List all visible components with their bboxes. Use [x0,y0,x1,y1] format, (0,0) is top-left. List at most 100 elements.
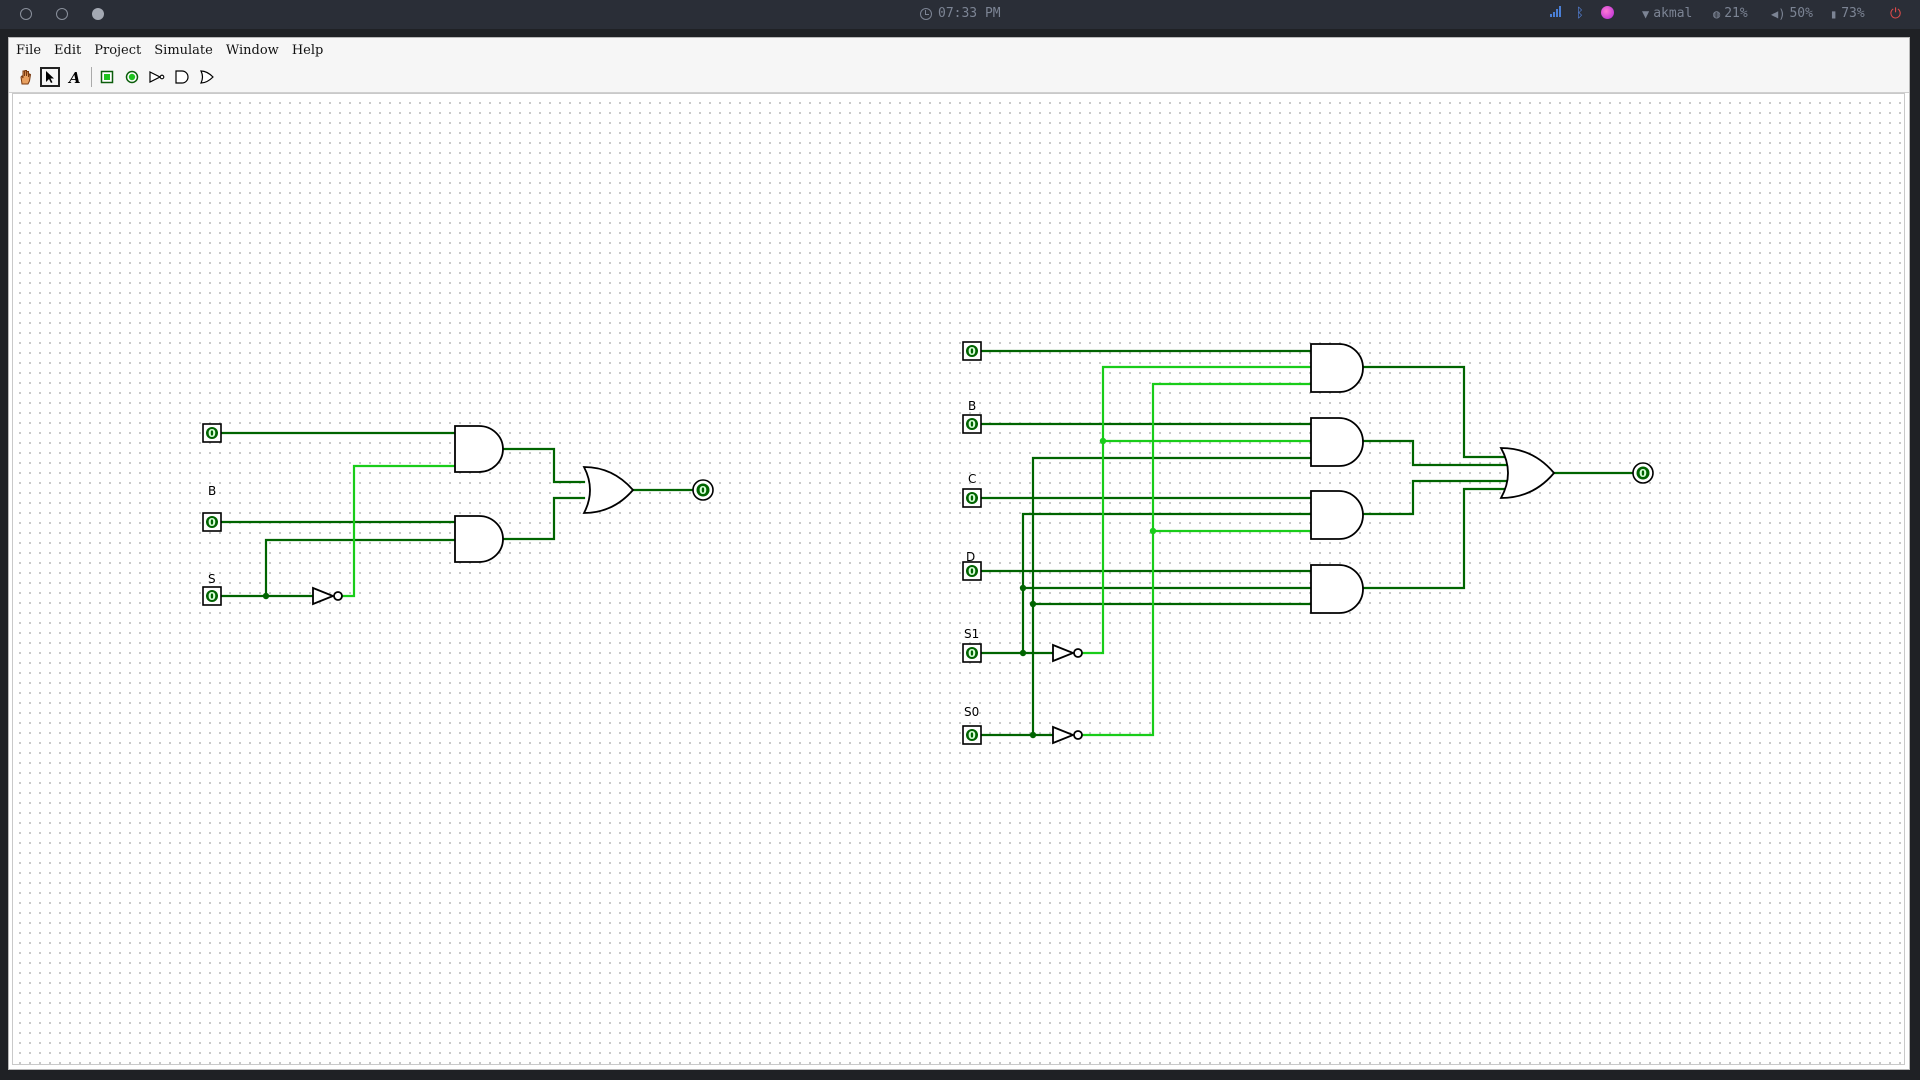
wire [1031,456,1313,737]
or-gate[interactable] [582,466,635,514]
wire-junction [1149,527,1157,535]
pin-label-s: S [208,572,216,586]
toolbar-separator [91,67,92,87]
pin-value: 0 [968,729,976,742]
not-gate-icon [149,71,165,83]
pin-label-b: B [208,484,216,498]
wire-junction [1029,731,1037,739]
poke-tool[interactable] [15,67,35,87]
not-gate-bubble [333,591,343,601]
and-gate[interactable] [1310,417,1364,467]
menu-help[interactable]: Help [291,42,324,58]
not-gate-tool[interactable] [147,67,167,87]
wire-junction [1099,437,1107,445]
clock: 07:33 PM [920,6,1001,21]
input-pin-c-right[interactable]: 0 [962,488,982,508]
pin-value: 0 [968,345,976,358]
wire-junction [1019,649,1027,657]
pin-value: 0 [968,418,976,431]
menu-window[interactable]: Window [225,42,279,58]
and-gate-tool[interactable] [172,67,192,87]
and-gate[interactable] [454,515,504,563]
input-pin-a-left[interactable]: 0 [202,423,222,443]
cpu-icon: ◍ [1713,6,1721,21]
power-button[interactable]: ⏻ [1890,6,1901,22]
input-pin-d-right[interactable]: 0 [962,561,982,581]
select-tool[interactable] [40,67,60,87]
pin-label-c: C [968,472,976,486]
arrow-pointer-icon [46,71,54,83]
system-top-bar: 07:33 PM ᛒ ▼ akmal ◍ 21% ◀) 50% ▮ 73% ⏻ [0,0,1920,29]
wire [264,538,457,598]
text-tool[interactable]: A [65,67,85,87]
output-pin-left[interactable]: 0 [692,479,714,501]
not-gate-bubble [1073,648,1083,658]
menu-bar: File Edit Project Simulate Window Help [9,38,1909,62]
not-gate-bubble [1073,730,1083,740]
circuit-canvas[interactable]: 0 0 0 B S 0 [12,93,1905,1065]
menu-edit[interactable]: Edit [54,42,82,58]
bluetooth-icon: ᛒ [1576,6,1584,21]
wire-junction [1019,584,1027,592]
window-maximize-icon[interactable] [92,8,104,20]
output-pin-tool[interactable] [122,67,142,87]
not-gate[interactable] [1052,643,1076,663]
power-icon: ⏻ [1890,6,1902,22]
battery-indicator[interactable]: ▮ 73% [1830,6,1865,21]
tool-bar: A [9,62,1909,93]
clock-time: 07:33 PM [938,6,1001,21]
pin-value: 0 [208,516,216,529]
pin-value: 0 [968,565,976,578]
or-gate-tool[interactable] [197,67,217,87]
output-value: 0 [699,484,707,497]
clock-icon [920,7,932,20]
wire [1361,479,1510,516]
or-gate[interactable] [1499,447,1556,499]
pin-label-s0: S0 [964,705,979,719]
logisim-window: File Edit Project Simulate Window Help A [8,37,1910,1070]
wire [341,464,457,598]
menu-file[interactable]: File [16,42,42,58]
input-pin-s1-right[interactable]: 0 [962,643,982,663]
signal-icon [1550,6,1561,17]
and-gate[interactable] [454,425,504,473]
volume-indicator[interactable]: ◀) 50% [1771,6,1813,21]
or-gate-icon [200,70,214,84]
text-a-icon: A [67,69,81,85]
battery-value: 73% [1841,6,1865,21]
signal-indicator[interactable] [1550,6,1561,17]
window-minimize-icon[interactable] [56,8,68,20]
and-gate[interactable] [1310,490,1364,540]
wire [1361,365,1510,459]
input-pin-s-left[interactable]: 0 [202,586,222,606]
and-gate[interactable] [1310,564,1364,614]
wire [1081,365,1313,655]
pin-label-d: D [966,550,975,564]
volume-value: 50% [1789,6,1813,21]
hand-icon [20,70,32,85]
input-pin-a-right[interactable]: 0 [962,341,982,361]
wire [1021,512,1313,655]
and-gate[interactable] [1310,343,1364,393]
cpu-indicator[interactable]: ◍ 21% [1713,6,1748,21]
window-close-icon[interactable] [20,8,32,20]
wire [1361,439,1510,467]
not-gate[interactable] [312,586,336,606]
input-pin-b-right[interactable]: 0 [962,414,982,434]
menu-simulate[interactable]: Simulate [154,42,213,58]
pin-value: 0 [968,647,976,660]
wifi-indicator[interactable]: ▼ akmal [1642,6,1692,21]
output-value: 0 [1639,467,1647,480]
not-gate[interactable] [1052,725,1076,745]
cpu-value: 21% [1724,6,1748,21]
input-pin-tool[interactable] [97,67,117,87]
wire-junction [262,592,270,600]
menu-project[interactable]: Project [94,42,142,58]
pin-value: 0 [208,427,216,440]
input-pin-s0-right[interactable]: 0 [962,725,982,745]
user-avatar[interactable] [1601,6,1614,19]
input-pin-b-left[interactable]: 0 [202,512,222,532]
output-pin-right[interactable]: 0 [1632,462,1654,484]
bluetooth-indicator[interactable]: ᛒ [1576,6,1584,21]
pin-value: 0 [208,590,216,603]
